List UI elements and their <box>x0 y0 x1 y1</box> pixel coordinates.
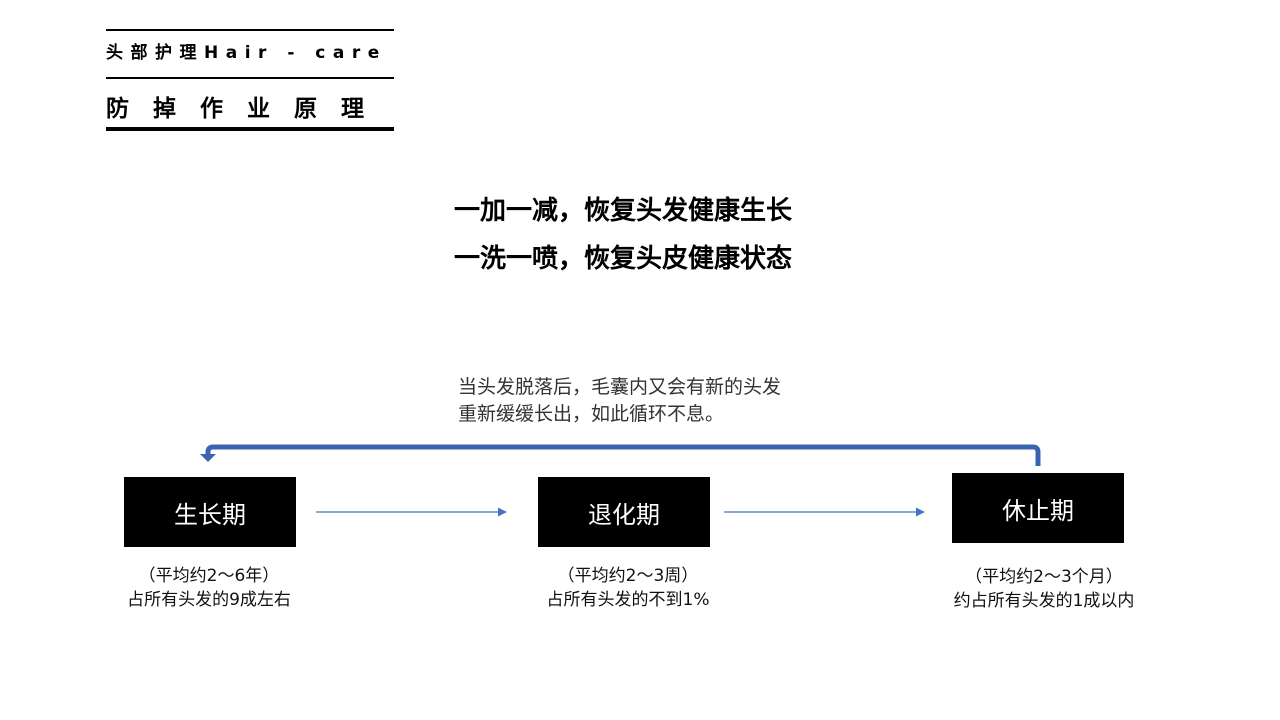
stage-regression-duration: （平均约2～3周） <box>557 566 699 586</box>
stage-resting-caption: （平均约2～3个月） 约占所有头发的1成以内 <box>894 565 1194 613</box>
header-category: 头部护理Hair - care <box>106 43 387 63</box>
stage-growth-caption: （平均约2～6年） 占所有头发的9成左右 <box>59 564 359 612</box>
stage-growth-duration: （平均约2～6年） <box>138 566 280 586</box>
headline-2: 一洗一喷，恢复头皮健康状态 <box>454 244 793 274</box>
cycle-note: 当头发脱落后，毛囊内又会有新的头发重新缓缓长出，如此循环不息。 <box>458 376 782 425</box>
stage-regression: 退化期 <box>538 477 710 547</box>
stage-growth-share: 占所有头发的9成左右 <box>127 590 291 610</box>
header-top-rule <box>106 29 394 31</box>
arrow-resting-to-growth <box>205 444 1041 466</box>
stage-regression-share: 占所有头发的不到1% <box>546 590 710 610</box>
headline-1: 一加一减，恢复头发健康生长 <box>454 196 793 226</box>
stage-resting-share: 约占所有头发的1成以内 <box>953 591 1135 611</box>
stage-regression-caption: （平均约2～3周） 占所有头发的不到1% <box>478 564 778 612</box>
page-title: 防掉作业原理 <box>106 96 388 122</box>
stage-resting-duration: （平均约2～3个月） <box>965 567 1123 587</box>
arrow-resting-to-growth-head <box>200 454 216 462</box>
header-middle-rule <box>106 77 394 79</box>
stage-growth: 生长期 <box>124 477 296 547</box>
stage-resting: 休止期 <box>952 473 1124 543</box>
header-bottom-rule <box>106 127 394 131</box>
